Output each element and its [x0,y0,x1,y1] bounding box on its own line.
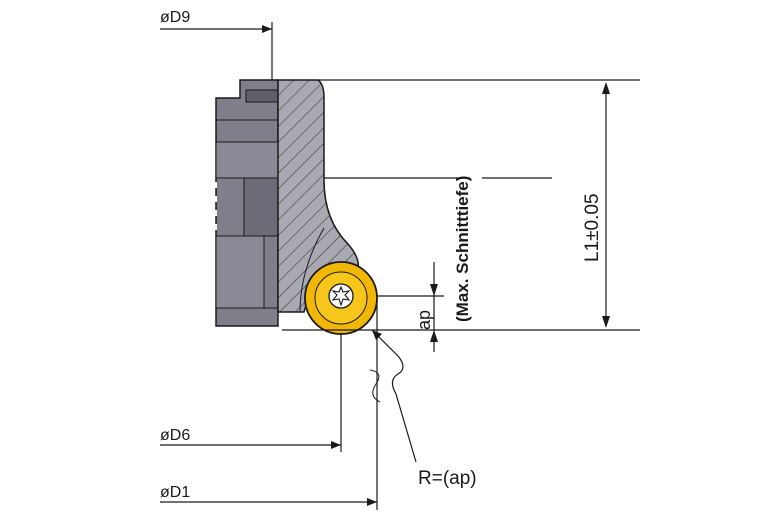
label-radius: R=(ap) [418,468,477,489]
body-slot-top [245,89,279,103]
torx-screw-icon [328,283,354,309]
radius-leader: R=(ap) [369,329,477,489]
label-l1: L1±0.05 [582,193,603,262]
body-slot-bottom [215,235,265,309]
body-slot-middle [215,141,279,179]
body-slot-lower [243,177,279,237]
dimension-max-depth: (Max. Schnitttiefe) [324,176,552,322]
label-d6: øD6 [160,427,190,444]
label-d9: øD9 [160,9,190,26]
hatched-inner-step [244,98,279,179]
break-wave [369,369,381,403]
hatched-inner-curve [299,227,325,313]
dimension-d6: øD6 [160,334,342,452]
label-d1: øD1 [160,484,190,501]
label-ap: ap [414,310,434,330]
dimension-ap: ap [377,262,444,352]
label-max-depth: (Max. Schnitttiefe) [453,176,472,322]
dimension-d9: øD9 [160,9,273,80]
dimension-l1: L1±0.05 [282,79,640,331]
round-insert [304,261,378,335]
cutter-body [215,79,279,327]
